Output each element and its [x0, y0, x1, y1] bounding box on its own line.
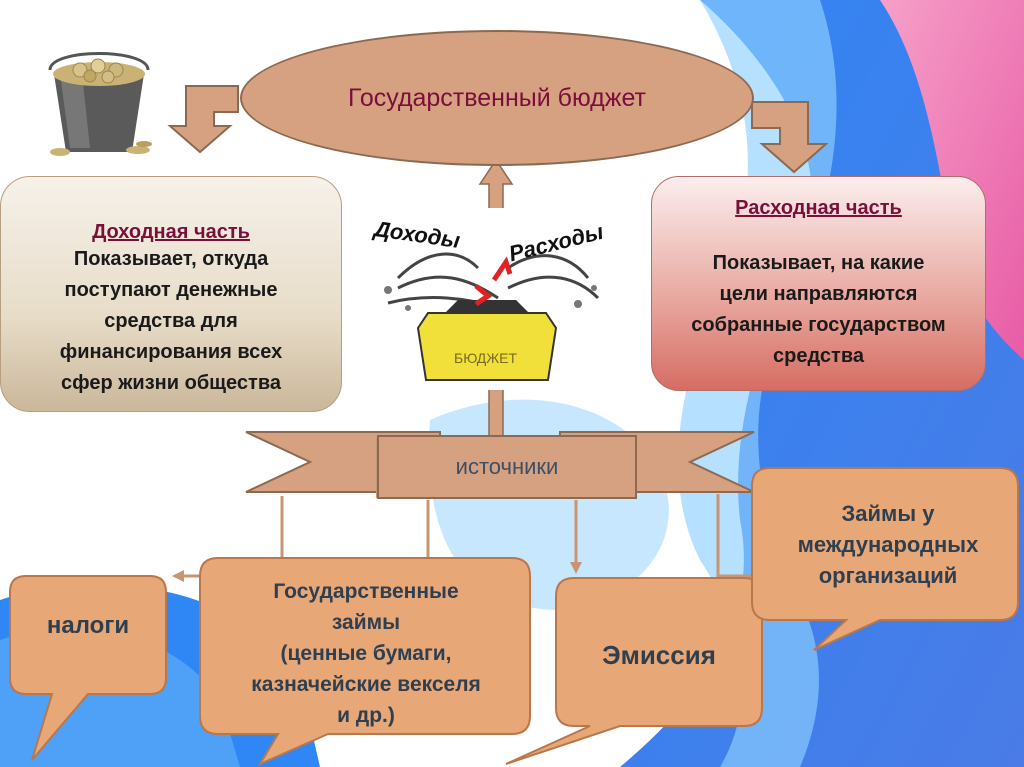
taxes-label: налоги — [46, 612, 130, 639]
state-loans-callout — [199, 557, 531, 766]
state-loans-line: и др.) — [337, 704, 395, 727]
sources-ribbon — [245, 431, 755, 499]
expense-box: Расходная часть Показывает, на какие цел… — [651, 176, 986, 391]
state-loans-line: (ценные бумаги, — [280, 642, 452, 665]
income-line: сфер жизни общества — [61, 372, 281, 394]
intl-loans-line: международных — [797, 532, 979, 557]
budget-illustration: Доходы Расходы БЮДЖЕТ — [358, 208, 616, 390]
state-loans-line: займы — [331, 611, 401, 634]
expense-line: средства — [773, 345, 864, 367]
expense-line: Показывает, на какие — [712, 252, 925, 274]
income-box: Доходная часть Показывает, откуда поступ… — [0, 176, 342, 412]
expense-description: Показывает, на какие цели направляются с… — [652, 248, 985, 372]
income-line: средства для — [104, 310, 238, 332]
income-line: Показывает, откуда — [73, 248, 269, 270]
intl-loans-text: Займы у международных организаций — [760, 498, 1016, 591]
page-title: Государственный бюджет — [347, 83, 647, 112]
state-loans-line: Государственные — [273, 580, 459, 603]
taxes-callout — [9, 575, 167, 761]
intl-loans-line: организаций — [818, 563, 958, 588]
income-line: финансирования всех — [59, 341, 283, 363]
state-budget-ellipse: Государственный бюджет — [240, 30, 754, 166]
coin-bucket-icon — [48, 52, 152, 156]
state-loans-line: казначейские векселя — [251, 673, 481, 696]
intl-loans-callout — [751, 467, 1019, 651]
emission-label: Эмиссия — [602, 640, 716, 670]
illustration-budget-label: БЮДЖЕТ — [454, 350, 518, 366]
state-loans-text: Государственные займы (ценные бумаги, ка… — [200, 576, 532, 731]
emission-callout — [505, 577, 763, 765]
expense-line: собранные государством — [691, 314, 946, 336]
income-title: Доходная часть — [92, 221, 250, 243]
expense-line: цели направляются — [719, 283, 918, 305]
sources-label: источники — [455, 454, 559, 479]
income-line: поступают денежные — [64, 279, 278, 301]
income-description: Показывает, откуда поступают денежные ср… — [1, 244, 341, 399]
intl-loans-line: Займы у — [841, 501, 935, 526]
expense-title: Расходная часть — [735, 197, 902, 219]
